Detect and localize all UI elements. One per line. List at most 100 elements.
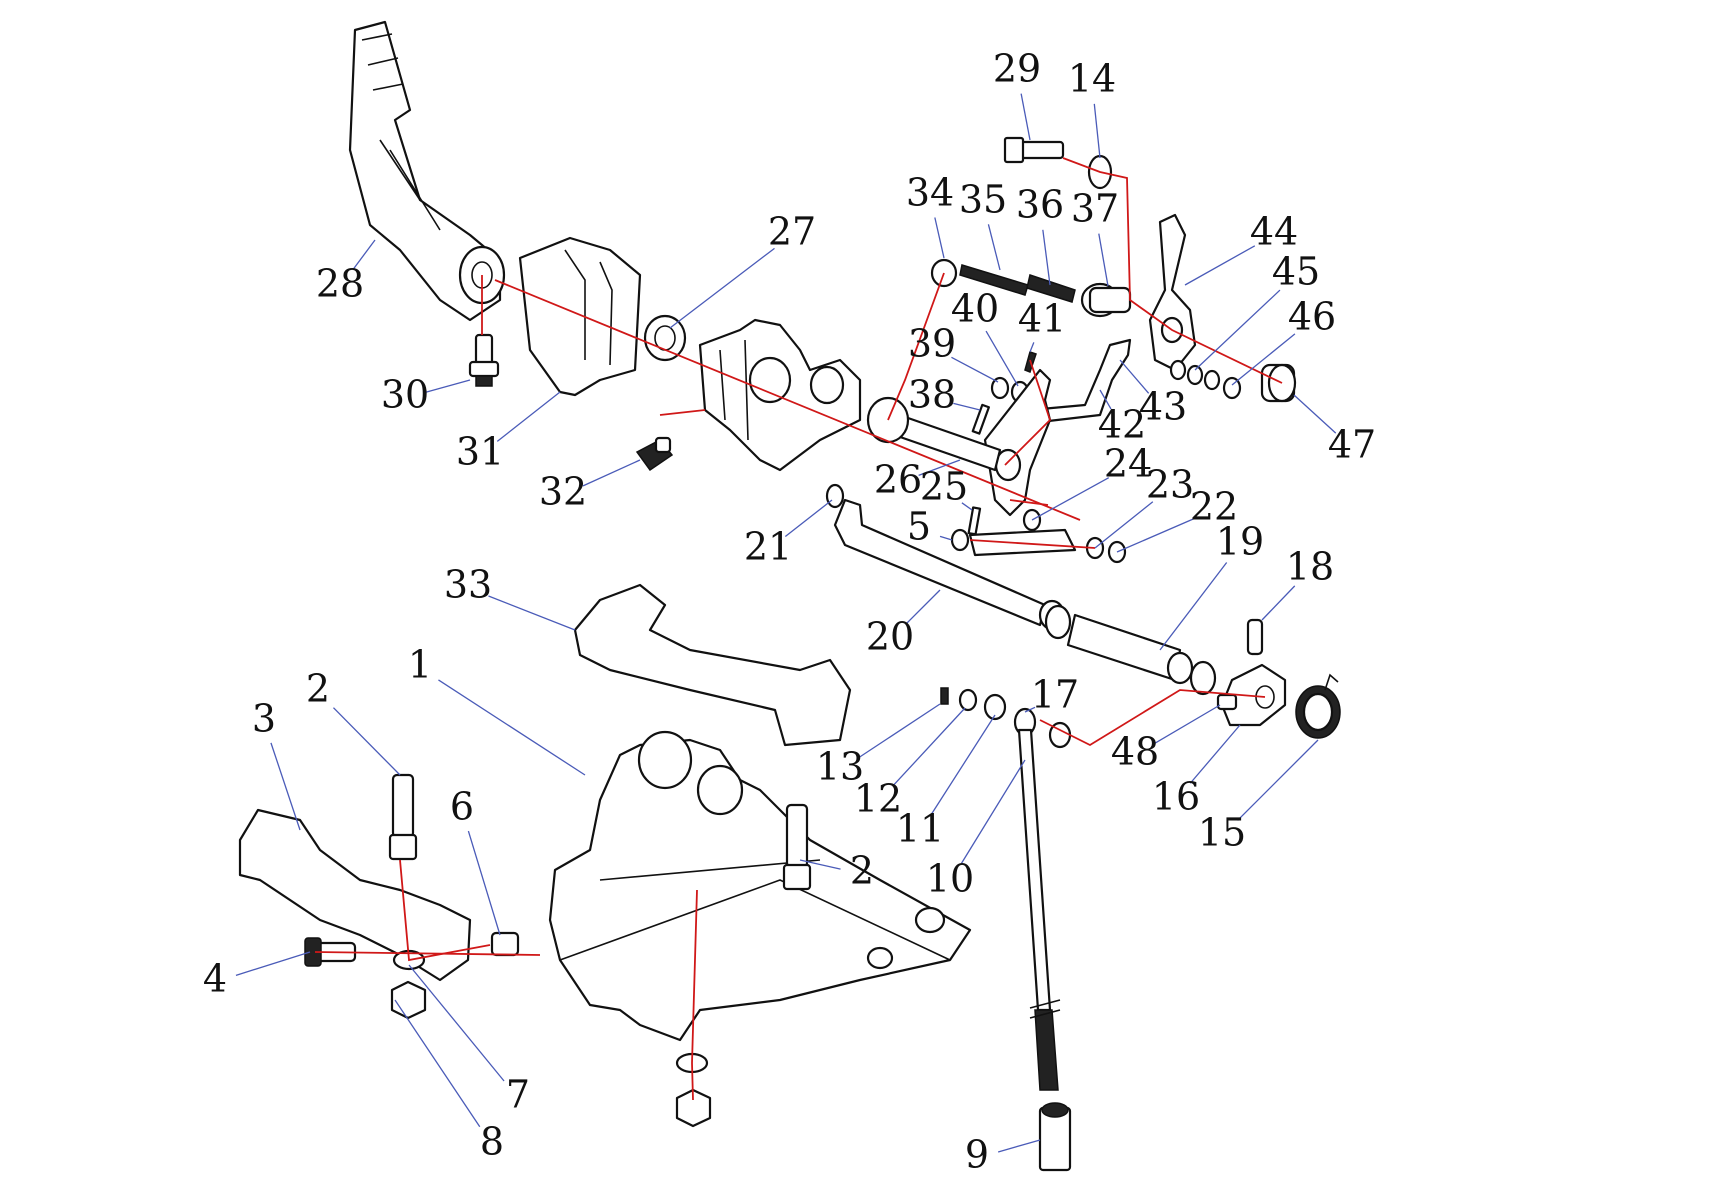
leader-line-5: [939, 535, 953, 541]
callout-4: 4: [203, 957, 227, 1001]
callout-6: 6: [450, 785, 474, 829]
leader-line-35: [987, 224, 1001, 271]
part-washer-19a: [1044, 604, 1072, 640]
leader-line-39: [951, 356, 999, 383]
leader-line-37: [1098, 233, 1109, 287]
leader-line-45: [1194, 289, 1281, 371]
callout-9: 9: [965, 1133, 989, 1177]
callout-48: 48: [1111, 730, 1159, 774]
part-rod-10: [1013, 707, 1061, 1091]
leader-line-30: [426, 379, 471, 393]
leader-line-29: [1020, 93, 1031, 141]
assembly-axis-2: [494, 279, 1081, 521]
callout-15: 15: [1198, 811, 1246, 855]
leader-line-47: [1293, 394, 1337, 434]
part-pin-38: [971, 403, 990, 435]
part-bracket-upper: [698, 318, 862, 472]
part-washer-21: [825, 483, 845, 509]
part-sleeve-19: [1066, 613, 1194, 685]
assembly-axis-3: [659, 409, 706, 416]
leader-line-27: [669, 247, 775, 329]
part-washer-45b: [1186, 364, 1204, 386]
callout-38: 38: [908, 373, 956, 417]
callout-13: 13: [816, 745, 864, 789]
leader-line-43: [1119, 359, 1150, 394]
callout-2: 2: [306, 667, 330, 711]
parts-drawing: [238, 20, 1341, 1172]
callout-2: 2: [850, 849, 874, 893]
callout-18: 18: [1286, 545, 1334, 589]
leader-line-2: [799, 859, 841, 870]
callout-17: 17: [1031, 673, 1079, 717]
leader-line-3: [270, 742, 301, 831]
callout-37: 37: [1071, 187, 1119, 231]
part-spring-assembly: [930, 258, 1132, 318]
callout-26: 26: [874, 458, 922, 502]
part-bracket-3: [238, 808, 472, 982]
callout-28: 28: [316, 262, 364, 306]
leader-line-16: [1189, 724, 1241, 784]
callout-3: 3: [252, 697, 276, 741]
leader-line-20: [905, 589, 941, 625]
callout-25: 25: [920, 465, 968, 509]
assembly-axes: [314, 157, 1283, 1101]
part-washer-12: [958, 688, 978, 712]
leader-line-9: [997, 1139, 1041, 1153]
assembly-axis-4: [887, 272, 945, 421]
part-stud-2-right: [782, 803, 812, 891]
callout-34: 34: [906, 171, 954, 215]
leader-lines: [235, 93, 1337, 1153]
leader-line-41: [1029, 342, 1035, 353]
part-stud-2-left: [388, 773, 418, 861]
part-bolt-29: [1003, 136, 1065, 164]
leader-line-32: [582, 459, 641, 487]
part-washer-45a: [1169, 359, 1187, 381]
assembly-axis-11: [691, 889, 698, 1101]
part-rod-42: [1028, 338, 1132, 424]
part-washer-5: [950, 528, 970, 552]
leader-line-40: [985, 330, 1019, 387]
callout-22: 22: [1190, 485, 1238, 529]
leader-line-2: [332, 707, 401, 776]
callout-19: 19: [1216, 520, 1264, 564]
leader-line-23: [1094, 501, 1154, 549]
part-lever-44: [1148, 213, 1197, 372]
part-washer-19b: [1189, 660, 1217, 696]
leader-line-48: [1153, 704, 1221, 745]
callout-41: 41: [1018, 297, 1066, 341]
leader-line-25: [961, 502, 973, 511]
callout-24: 24: [1104, 442, 1152, 486]
callout-10: 10: [926, 857, 974, 901]
callout-29: 29: [993, 47, 1041, 91]
callout-14: 14: [1068, 57, 1116, 101]
part-pin-18: [1246, 618, 1264, 656]
leader-line-31: [496, 391, 561, 442]
part-spacer-6: [490, 931, 520, 957]
callout-21: 21: [744, 525, 792, 569]
part-washer-11a: [983, 693, 1007, 721]
leader-line-7: [408, 964, 505, 1082]
leader-line-10: [960, 759, 1026, 864]
part-pin-13: [940, 687, 949, 705]
leader-line-38: [953, 402, 981, 411]
callout-40: 40: [951, 287, 999, 331]
part-bushing-47: [1260, 363, 1297, 403]
part-pin-48: [1216, 693, 1238, 711]
leader-line-34: [934, 217, 945, 259]
leader-line-17: [1024, 706, 1036, 713]
assembly-axis-12: [1009, 499, 1049, 506]
callout-46: 46: [1288, 295, 1336, 339]
leader-line-33: [488, 595, 576, 631]
callout-11: 11: [896, 807, 944, 851]
callout-43: 43: [1139, 385, 1187, 429]
leader-line-18: [1261, 585, 1296, 621]
leader-line-44: [1184, 245, 1256, 286]
leader-line-8: [394, 999, 481, 1128]
callout-12: 12: [854, 777, 902, 821]
part-washer-39: [990, 376, 1010, 400]
leader-line-6: [467, 830, 501, 936]
callout-36: 36: [1016, 183, 1064, 227]
callout-45: 45: [1272, 250, 1320, 294]
